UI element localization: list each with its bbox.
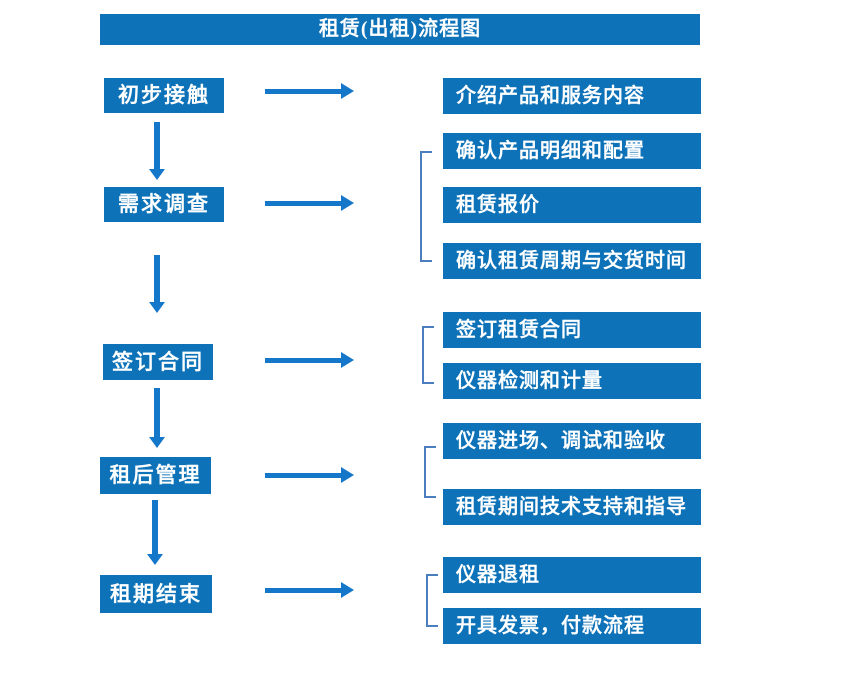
arrow-right-icon	[265, 582, 354, 598]
arrow-down-icon	[149, 388, 165, 448]
detail-box-rental-quotation: 租赁报价	[443, 187, 701, 223]
arrow-down-icon	[149, 255, 165, 313]
arrow-down-icon	[149, 122, 165, 180]
step-box-rental-end: 租期结束	[100, 575, 212, 613]
step-box-sign-contract: 签订合同	[103, 344, 213, 380]
detail-box-instrument-return: 仪器退租	[443, 557, 701, 593]
group-bracket	[426, 574, 438, 627]
detail-box-instrument-setup-acceptance: 仪器进场、调试和验收	[443, 423, 701, 459]
detail-box-instrument-testing: 仪器检测和计量	[443, 363, 701, 399]
arrow-right-icon	[265, 195, 354, 211]
flowchart-title: 租赁(出租)流程图	[100, 14, 700, 45]
detail-box-technical-support: 租赁期间技术支持和指导	[443, 489, 701, 525]
detail-box-introduce-products: 介绍产品和服务内容	[443, 78, 701, 114]
step-box-post-rental-management: 租后管理	[100, 457, 211, 494]
step-box-demand-survey: 需求调查	[104, 187, 224, 222]
arrow-right-icon	[265, 467, 354, 483]
detail-box-confirm-product-config: 确认产品明细和配置	[443, 133, 701, 169]
group-bracket	[422, 326, 434, 384]
detail-box-invoice-payment: 开具发票，付款流程	[443, 608, 701, 644]
step-box-initial-contact: 初步接触	[104, 78, 224, 113]
group-bracket	[424, 446, 436, 498]
arrow-right-icon	[265, 352, 354, 368]
detail-box-sign-rental-contract: 签订租赁合同	[443, 312, 701, 348]
arrow-down-icon	[147, 500, 163, 565]
group-bracket	[420, 151, 432, 262]
arrow-right-icon	[265, 83, 354, 99]
detail-box-confirm-period-delivery: 确认租赁周期与交货时间	[443, 243, 701, 279]
